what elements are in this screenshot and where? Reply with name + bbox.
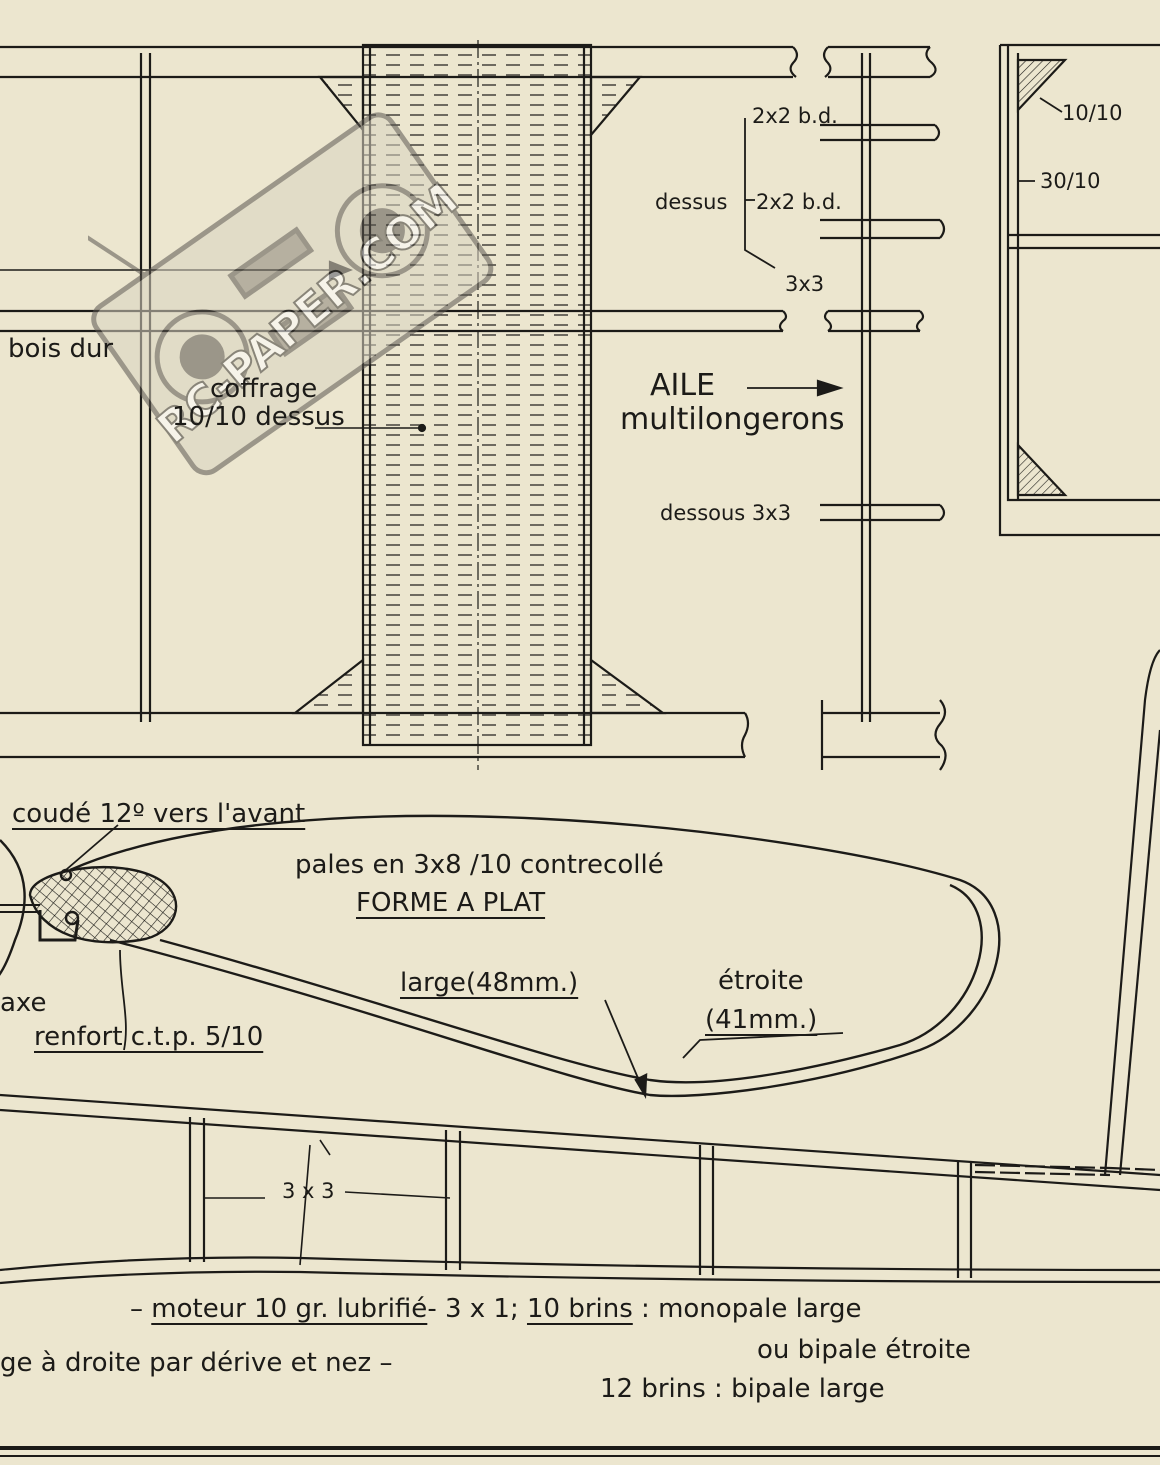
narrow-blade-label: étroite	[718, 966, 804, 996]
moteur-prefix: –	[130, 1294, 152, 1324]
coude-label: coudé 12º vers l'avant	[12, 799, 306, 829]
page-border	[0, 1446, 1160, 1457]
monopale-text: : monopale large	[632, 1294, 862, 1324]
dessous-label: dessous 3x3	[660, 501, 792, 525]
coffrage-thickness-label: 10/10 dessus	[172, 402, 345, 432]
coffrage-label: coffrage	[210, 374, 318, 404]
wing-title: AILE	[650, 368, 716, 403]
brins-10: 10 brins	[526, 1294, 633, 1324]
moteur-text: moteur 10 gr. lubrifié	[151, 1294, 428, 1324]
propeller-drawing	[0, 814, 1001, 1100]
fuselage-frame-label: 3 x 3	[282, 1179, 335, 1203]
rib-mid-label: 30/10	[1040, 169, 1101, 193]
pales-label: pales en 3x8 /10 contrecollé	[295, 850, 664, 880]
spar-label-1: 2x2 b.d.	[752, 104, 838, 128]
rib-detail	[998, 43, 1160, 537]
wing-subtitle: multilongerons	[620, 402, 845, 437]
bipale-etroite-note: ou bipale étroite	[757, 1335, 971, 1365]
moteur-note: – moteur 10 gr. lubrifié- 3 x 1; 10 brin…	[130, 1296, 862, 1322]
moteur-section: - 3 x 1;	[427, 1294, 527, 1324]
spar-label-2: 2x2 b.d.	[756, 190, 842, 214]
centrage-note: ge à droite par dérive et nez –	[0, 1348, 393, 1378]
narrow-blade-width-label: (41mm.)	[705, 1005, 818, 1035]
dessus-label: dessus	[655, 190, 728, 214]
bois-dur-label: bois dur	[8, 334, 114, 364]
large-blade-label: large(48mm.)	[400, 968, 579, 998]
forme-a-plat-label: FORME A PLAT	[356, 888, 546, 918]
spar-label-3: 3x3	[785, 272, 825, 296]
fuselage-drawing	[0, 649, 1160, 1285]
rib-top-label: 10/10	[1062, 101, 1123, 125]
axe-label: axe	[0, 988, 47, 1018]
renfort-label: renfort c.t.p. 5/10	[34, 1022, 264, 1052]
brins-12-note: 12 brins : bipale large	[600, 1374, 885, 1404]
rc-paper-watermark: RC-PAPER.COM	[88, 112, 494, 476]
